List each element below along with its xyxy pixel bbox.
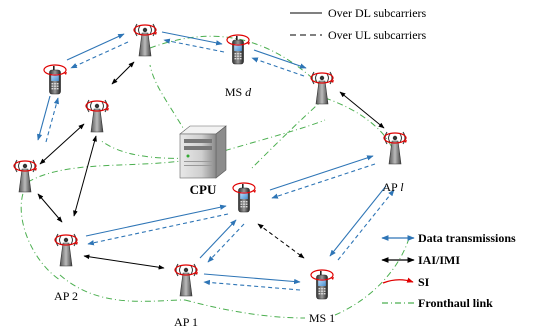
fronthaul-links [20,35,411,319]
ms-node-center [232,182,257,213]
apl-label: AP l [382,180,404,194]
legend-fronthaul-text: Fronthaul link [418,296,493,310]
ms-node-left [43,64,68,95]
interference-links [37,61,385,270]
ap-node-right-top [310,71,335,105]
ap-node-2 [54,233,79,267]
msd-label: MS d [225,85,252,99]
ap-node-left [13,159,38,193]
ap-node-top [133,23,158,57]
legend-subcarriers: Over DL subcarriers Over UL subcarriers [290,6,427,42]
ap-node-1 [174,263,199,297]
legend-links: Data transmissions IAI/IMI SI Fronthaul … [381,231,516,310]
legend-ul-text: Over UL subcarriers [328,28,427,42]
legend-dl-text: Over DL subcarriers [328,6,427,20]
ap2-label: AP 2 [54,289,78,303]
cpu-label: CPU [190,182,217,197]
legend-iai-text: IAI/IMI [418,253,460,267]
legend-data-text: Data transmissions [418,231,516,245]
legend-si-text: SI [418,275,430,289]
ms-node-d [226,34,251,65]
cpu-server-icon [179,125,227,179]
ap-node-upper-left [85,99,110,133]
ap1-label: AP 1 [174,315,198,329]
ms-node-1 [310,269,335,300]
ms1-label: MS 1 [309,311,335,325]
ap-node-l [383,131,408,165]
